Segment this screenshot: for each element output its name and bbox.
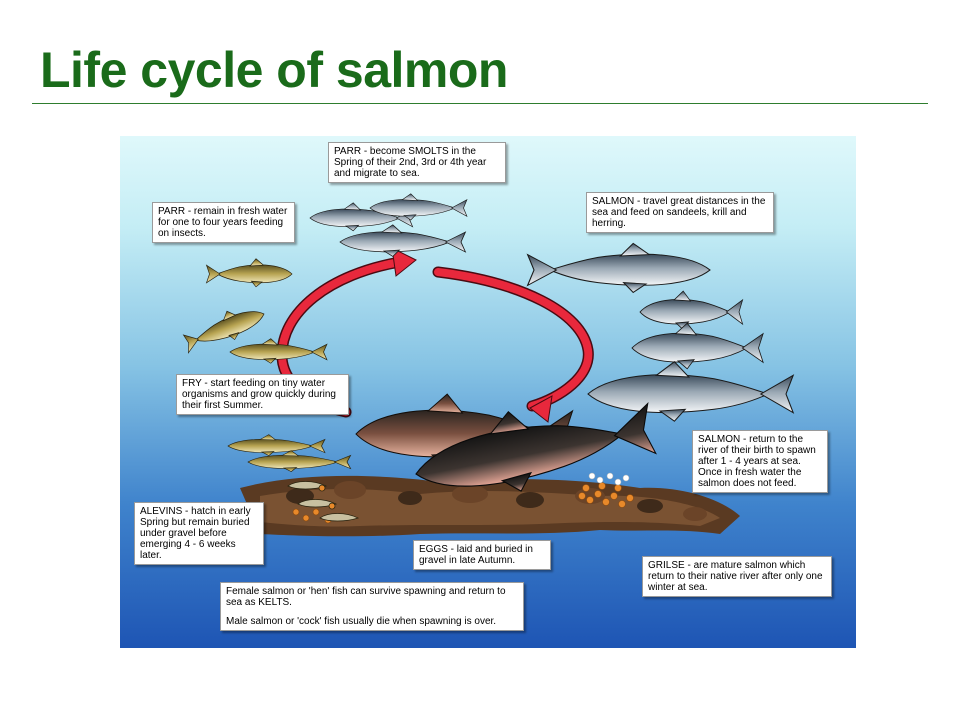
label-salmon-travel-text: SALMON - travel great distances in the s… bbox=[592, 196, 766, 229]
alevin-fish-icon bbox=[287, 481, 360, 522]
salmon-life-cycle-diagram: PARR - become SMOLTS in the Spring of th… bbox=[120, 136, 856, 648]
label-salmon-return-text: SALMON - return to the river of their bi… bbox=[698, 434, 816, 489]
label-kelts-female-text: Female salmon or 'hen' fish can survive … bbox=[226, 586, 506, 608]
label-grilse-text: GRILSE - are mature salmon which return … bbox=[648, 560, 823, 593]
label-parr-fresh: PARR - remain in fresh water for one to … bbox=[152, 202, 295, 243]
label-alevins: ALEVINS - hatch in early Spring but rema… bbox=[134, 502, 264, 565]
hatched-eggs-icon bbox=[588, 472, 630, 486]
title-divider bbox=[32, 103, 928, 104]
label-kelts-male-text: Male salmon or 'cock' fish usually die w… bbox=[226, 616, 497, 627]
label-fry: FRY - start feeding on tiny water organi… bbox=[176, 374, 349, 415]
fry-fish-icon bbox=[227, 434, 352, 473]
label-grilse: GRILSE - are mature salmon which return … bbox=[642, 556, 832, 597]
slide-title: Life cycle of salmon bbox=[40, 42, 508, 98]
label-eggs: EGGS - laid and buried in gravel in late… bbox=[413, 540, 551, 570]
label-salmon-return: SALMON - return to the river of their bi… bbox=[692, 430, 828, 493]
label-salmon-travel: SALMON - travel great distances in the s… bbox=[586, 192, 774, 233]
smolt-fish-icon bbox=[309, 193, 468, 257]
label-parr-fresh-text: PARR - remain in fresh water for one to … bbox=[158, 206, 288, 239]
label-parr-smolts-text: PARR - become SMOLTS in the Spring of th… bbox=[334, 146, 487, 179]
eggs-cluster-icon bbox=[292, 482, 634, 524]
label-fry-text: FRY - start feeding on tiny water organi… bbox=[182, 378, 336, 411]
label-kelts: Female salmon or 'hen' fish can survive … bbox=[220, 582, 524, 631]
label-alevins-text: ALEVINS - hatch in early Spring but rema… bbox=[140, 506, 251, 561]
label-parr-smolts: PARR - become SMOLTS in the Spring of th… bbox=[328, 142, 506, 183]
label-eggs-text: EGGS - laid and buried in gravel in late… bbox=[419, 544, 533, 566]
